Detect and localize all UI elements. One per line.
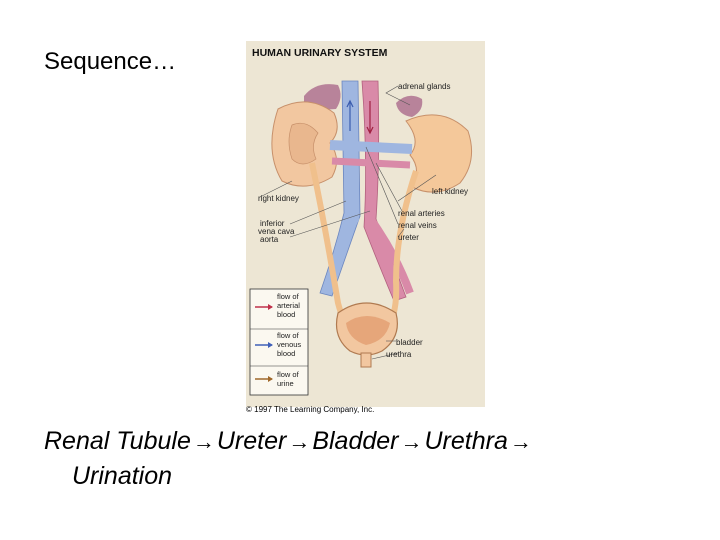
legend-arterial-line2: arterial bbox=[277, 301, 300, 310]
urinary-system-figure: HUMAN URINARY SYSTEM bbox=[246, 41, 485, 407]
arrow-right-icon: → bbox=[192, 429, 215, 454]
sequence-step-renal-tubule: Renal Tubule bbox=[44, 427, 191, 455]
sequence-step-urethra: Urethra bbox=[424, 427, 508, 455]
label-inferior: inferior bbox=[260, 219, 285, 228]
sequence-step-ureter: Ureter bbox=[216, 427, 287, 455]
legend-venous-line1: flow of bbox=[277, 331, 300, 340]
left-adrenal-gland bbox=[396, 95, 423, 117]
arrow-right-icon: → bbox=[400, 429, 423, 454]
label-right-kidney: right kidney bbox=[258, 194, 299, 203]
legend-arterial-line3: blood bbox=[277, 310, 295, 319]
figure-copyright: © 1997 The Learning Company, Inc. bbox=[246, 405, 375, 414]
label-adrenal-glands: adrenal glands bbox=[398, 82, 450, 91]
label-aorta: aorta bbox=[260, 235, 279, 244]
label-left-kidney: left kidney bbox=[432, 187, 468, 196]
leader-lines bbox=[259, 85, 437, 360]
right-kidney-pelvis bbox=[288, 122, 319, 165]
renal-arteries bbox=[331, 157, 411, 169]
inferior-vena-cava bbox=[319, 80, 361, 297]
urinary-system-illustration: HUMAN URINARY SYSTEM bbox=[249, 47, 473, 396]
iliac-artery-left bbox=[368, 218, 414, 295]
arrow-right-icon: → bbox=[288, 429, 311, 454]
sequence-caption: Renal Tubule→Ureter→Bladder→Urethra→ Uri… bbox=[44, 424, 684, 493]
urethra-illustration bbox=[360, 352, 372, 368]
sequence-step-urination: Urination bbox=[72, 462, 173, 490]
legend-urine-line2: urine bbox=[277, 379, 294, 388]
label-bladder: bladder bbox=[396, 338, 423, 347]
label-urethra: urethra bbox=[386, 350, 412, 359]
legend-venous-line3: blood bbox=[277, 349, 295, 358]
label-ureter: ureter bbox=[398, 233, 419, 242]
legend-venous-line2: venous bbox=[277, 340, 301, 349]
arrow-right-icon: → bbox=[509, 429, 532, 454]
legend-urine-line1: flow of bbox=[277, 370, 300, 379]
label-vena-cava: vena cava bbox=[258, 227, 295, 236]
figure-heading: HUMAN URINARY SYSTEM bbox=[252, 47, 388, 59]
iliac-vein-right bbox=[324, 215, 360, 292]
sequence-line-2: Urination bbox=[44, 459, 684, 493]
slide-title: Sequence… bbox=[44, 48, 177, 75]
sequence-line-1: Renal Tubule→Ureter→Bladder→Urethra→ bbox=[44, 424, 684, 459]
label-renal-veins: renal veins bbox=[398, 221, 437, 230]
sequence-step-bladder: Bladder bbox=[312, 427, 399, 455]
label-renal-arteries: renal arteries bbox=[398, 209, 445, 218]
bladder-interior bbox=[346, 316, 390, 345]
legend: flow of arterial blood flow of venous bl… bbox=[249, 288, 309, 396]
renal-veins bbox=[329, 140, 413, 154]
legend-arterial-line1: flow of bbox=[277, 292, 300, 301]
